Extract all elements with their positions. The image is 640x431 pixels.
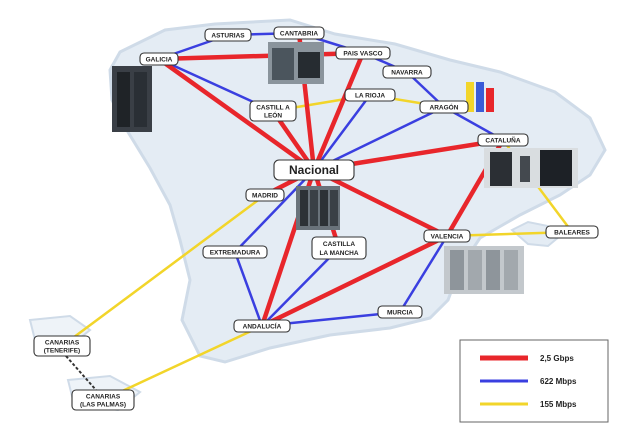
node-pais-vasco[interactable]: PAIS VASCO [335,46,391,60]
legend: 2,5 Gbps 622 Mbps 155 Mbps [459,339,609,423]
link-nacional-valencia [311,167,450,239]
node-navarra-label: NAVARRA [391,70,423,77]
node-cantabria-label: CANTABRIA [280,31,318,38]
server-photo-nacional [296,186,340,230]
node-la-rioja[interactable]: LA RIOJA [344,88,396,102]
node-baleares-label: BALEARES [554,230,590,237]
link-canarias-dashed [65,355,97,391]
link-galicia-pais-vasco [156,50,366,62]
node-aragon-label: ARAGÓN [430,103,459,112]
node-asturias[interactable]: ASTURIAS [204,28,252,42]
node-nacional-label: Nacional [289,163,339,177]
node-castilla-leon-label-2: LEÓN [264,111,282,120]
node-canarias-palmas-label-2: (LAS PALMAS) [80,402,126,409]
node-madrid[interactable]: MADRID [245,188,285,202]
legend-label-155: 155 Mbps [540,400,577,409]
link-madrid-canarias-tenerife [60,193,267,348]
link-valencia-andalucia [259,233,450,329]
node-galicia-label: GALICIA [146,57,173,64]
link-castilla-mancha-andalucia [260,246,341,328]
node-extremadura-label: EXTREMADURA [210,250,261,257]
node-asturias-label: ASTURIAS [211,33,245,40]
node-madrid-label: MADRID [252,193,278,200]
legend-label-622: 622 Mbps [540,377,577,386]
node-valencia-label: VALENCIA [431,234,464,241]
node-castilla-mancha-label-1: CASTILLA [323,241,355,248]
node-canarias-palmas[interactable]: CANARIAS (LAS PALMAS) [71,389,135,411]
node-andalucia-label: ANDALUCÍA [243,322,282,331]
link-murcia-valencia [398,234,449,314]
node-baleares[interactable]: BALEARES [545,225,599,239]
node-canarias-palmas-label-1: CANARIAS [86,394,121,401]
node-galicia[interactable]: GALICIA [139,52,179,66]
link-nacional-pais-vasco [311,50,366,173]
node-canarias-tenerife-label-2: (TENERIFE) [44,348,80,355]
node-murcia[interactable]: MURCIA [377,305,423,319]
node-cataluna[interactable]: CATALUÑA [477,133,529,147]
server-photo-galicia [112,66,152,132]
server-photo-cantabria [268,42,324,84]
node-castilla-leon-label-1: CASTILL A [256,105,290,112]
link-nacional-la-rioja [312,93,372,172]
node-castilla-leon[interactable]: CASTILL A LEÓN [249,100,297,122]
server-photo-cataluna [484,148,578,188]
legend-box [459,339,609,423]
node-castilla-mancha-label-2: LA MANCHA [319,250,358,257]
legend-label-gbps: 2,5 Gbps [540,354,574,363]
server-photo-aragon [466,82,494,112]
link-nacional-galicia [156,56,317,173]
node-la-rioja-label: LA RIOJA [355,93,385,100]
node-cataluna-label: CATALUÑA [485,136,520,145]
node-aragon[interactable]: ARAGÓN [419,100,469,114]
network-nodes: GALICIA ASTURIAS CANTABRIA PAIS VASCO NA… [33,26,599,411]
node-cantabria[interactable]: CANTABRIA [273,26,325,40]
node-extremadura[interactable]: EXTREMADURA [202,245,268,259]
link-extremadura-andalucia [233,250,264,328]
node-canarias-tenerife[interactable]: CANARIAS (TENERIFE) [33,335,91,357]
node-murcia-label: MURCIA [387,310,413,317]
node-nacional[interactable]: Nacional [273,159,355,181]
server-photo-valencia [444,246,524,294]
node-navarra[interactable]: NAVARRA [382,65,432,79]
node-valencia[interactable]: VALENCIA [423,229,471,243]
link-andalucia-canarias-palmas [101,324,264,402]
node-canarias-tenerife-label-1: CANARIAS [45,340,80,347]
node-castilla-mancha[interactable]: CASTILLA LA MANCHA [311,236,367,260]
node-andalucia[interactable]: ANDALUCÍA [233,319,291,333]
node-pais-vasco-label: PAIS VASCO [343,51,382,58]
link-nacional-extremadura [233,168,316,254]
